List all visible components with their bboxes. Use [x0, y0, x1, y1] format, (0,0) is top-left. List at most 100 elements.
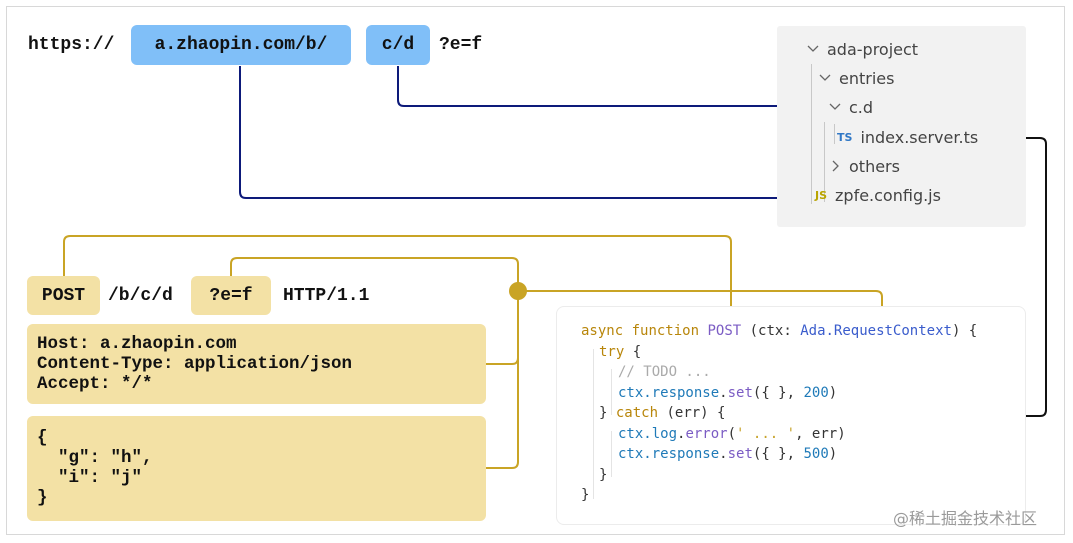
- code-line-5: } catch (err) {: [599, 404, 725, 422]
- request-headers-block: Host: a.zhaopin.com Content-Type: applic…: [27, 324, 486, 404]
- url-host-path: a.zhaopin.com/b/: [154, 35, 328, 55]
- tree-label-server-file: index.server.ts: [860, 127, 979, 147]
- chevron-down-icon: [829, 103, 841, 110]
- arrow-file-to-code: [984, 137, 1047, 417]
- code-token: ctx.: [618, 385, 652, 401]
- request-header-line: Content-Type: application/json: [37, 354, 353, 374]
- code-token: , err): [795, 426, 846, 442]
- code-token: (ctx:: [749, 323, 792, 339]
- wire-method-to-handler: [63, 235, 742, 320]
- code-token: ) {: [951, 323, 978, 339]
- code-token: (: [727, 426, 737, 442]
- code-token: response: [651, 446, 720, 462]
- tree-node-config-file[interactable]: JS zpfe.config.js: [815, 184, 941, 206]
- code-token: 500: [803, 446, 829, 462]
- code-token: try: [599, 344, 625, 360]
- code-token: // TODO ...: [618, 364, 711, 380]
- wire-headers-to-junction: [486, 291, 519, 365]
- code-line-4: ctx.response.set({ }, 200): [618, 384, 837, 402]
- request-query: ?e=f: [209, 285, 253, 306]
- code-line-9: }: [581, 486, 589, 504]
- file-tree: ada-project entries c.d TS index.server.…: [777, 26, 1026, 227]
- tree-label-entries: entries: [839, 68, 895, 88]
- tree-guide-3: [834, 124, 835, 144]
- wire-junction-dot: [509, 282, 527, 300]
- request-query-pill: ?e=f: [191, 276, 271, 315]
- code-token: ({ },: [752, 446, 796, 462]
- tree-node-project[interactable]: ada-project: [807, 38, 918, 60]
- code-indent-guide: [611, 431, 612, 477]
- url-route: c/d: [381, 35, 415, 55]
- wire-query-to-junction: [230, 257, 519, 291]
- code-token: (err) {: [666, 405, 726, 421]
- url-host-path-pill: a.zhaopin.com/b/: [131, 25, 351, 65]
- watermark: @稀土掘金技术社区: [893, 509, 1038, 528]
- code-token: }: [599, 467, 608, 483]
- javascript-icon: JS: [815, 188, 828, 202]
- code-token: error: [685, 426, 728, 442]
- code-line-8: }: [599, 466, 607, 484]
- chevron-right-icon: [832, 160, 839, 172]
- url-scheme: https://: [28, 35, 115, 55]
- code-token: {: [632, 344, 642, 360]
- tree-label-route-folder: c.d: [849, 97, 874, 117]
- code-token: response: [651, 385, 720, 401]
- code-token: function: [631, 323, 700, 339]
- chevron-down-icon: [807, 45, 819, 52]
- request-protocol: HTTP/1.1: [283, 286, 370, 306]
- diagram-frame: [6, 6, 1065, 535]
- wire-body-to-junction: [486, 358, 519, 469]
- request-method-pill: POST: [27, 276, 100, 315]
- tree-label-config-file: zpfe.config.js: [835, 185, 941, 205]
- code-token: log: [651, 426, 678, 442]
- url-query: ?e=f: [439, 35, 483, 55]
- code-token: ctx.: [618, 426, 652, 442]
- tree-label-others: others: [849, 156, 900, 176]
- request-body-line: "g": "h",: [37, 448, 153, 468]
- request-body-line: }: [37, 488, 48, 508]
- request-method: POST: [41, 285, 86, 306]
- code-line-6: ctx.log.error(' ... ', err): [618, 425, 846, 443]
- code-token: ({ },: [752, 385, 796, 401]
- chevron-down-icon: [819, 74, 831, 81]
- code-token: ctx.: [618, 446, 652, 462]
- code-line-3: // TODO ...: [618, 363, 711, 381]
- code-token: }: [581, 487, 590, 503]
- code-token: ' ... ': [736, 426, 796, 442]
- tree-node-entries[interactable]: entries: [819, 67, 894, 89]
- code-line-7: ctx.response.set({ }, 500): [618, 445, 837, 463]
- code-line-1: async function POST (ctx: Ada.RequestCon…: [581, 322, 977, 340]
- url-route-pill: c/d: [366, 25, 430, 65]
- tree-guide-1: [811, 64, 812, 204]
- request-body-block: { "g": "h", "i": "j" }: [27, 416, 486, 521]
- code-token: Ada.RequestContext: [800, 323, 952, 339]
- request-header-line: Host: a.zhaopin.com: [37, 334, 237, 354]
- request-header-line: Accept: */*: [37, 374, 153, 394]
- arrow-host-to-config: [239, 66, 809, 203]
- request-body-line: "i": "j": [37, 468, 143, 488]
- typescript-icon: TS: [837, 130, 853, 144]
- tree-node-server-file[interactable]: TS index.server.ts: [837, 126, 978, 148]
- code-token: .: [677, 426, 686, 442]
- code-handler-name: POST: [707, 323, 742, 339]
- tree-guide-2: [824, 122, 825, 202]
- request-path: /b/c/d: [108, 286, 173, 306]
- code-panel: async function POST (ctx: Ada.RequestCon…: [556, 306, 1026, 525]
- tree-label-project: ada-project: [827, 39, 919, 59]
- code-token: async: [581, 323, 624, 339]
- code-token: set: [727, 385, 753, 401]
- code-line-2: try {: [599, 343, 641, 361]
- tree-node-route-folder[interactable]: c.d: [829, 96, 873, 118]
- code-indent-guide: [611, 369, 612, 415]
- arrow-route-to-folder: [397, 66, 823, 111]
- code-token: ): [828, 446, 838, 462]
- code-token: }: [599, 405, 608, 421]
- code-indent-guide: [593, 349, 594, 499]
- code-token: catch: [615, 405, 659, 421]
- tree-node-others[interactable]: others: [829, 155, 900, 177]
- code-token: set: [727, 446, 753, 462]
- wire-junction-to-ctx: [518, 290, 893, 320]
- code-token: .: [719, 385, 728, 401]
- code-token: .: [719, 446, 728, 462]
